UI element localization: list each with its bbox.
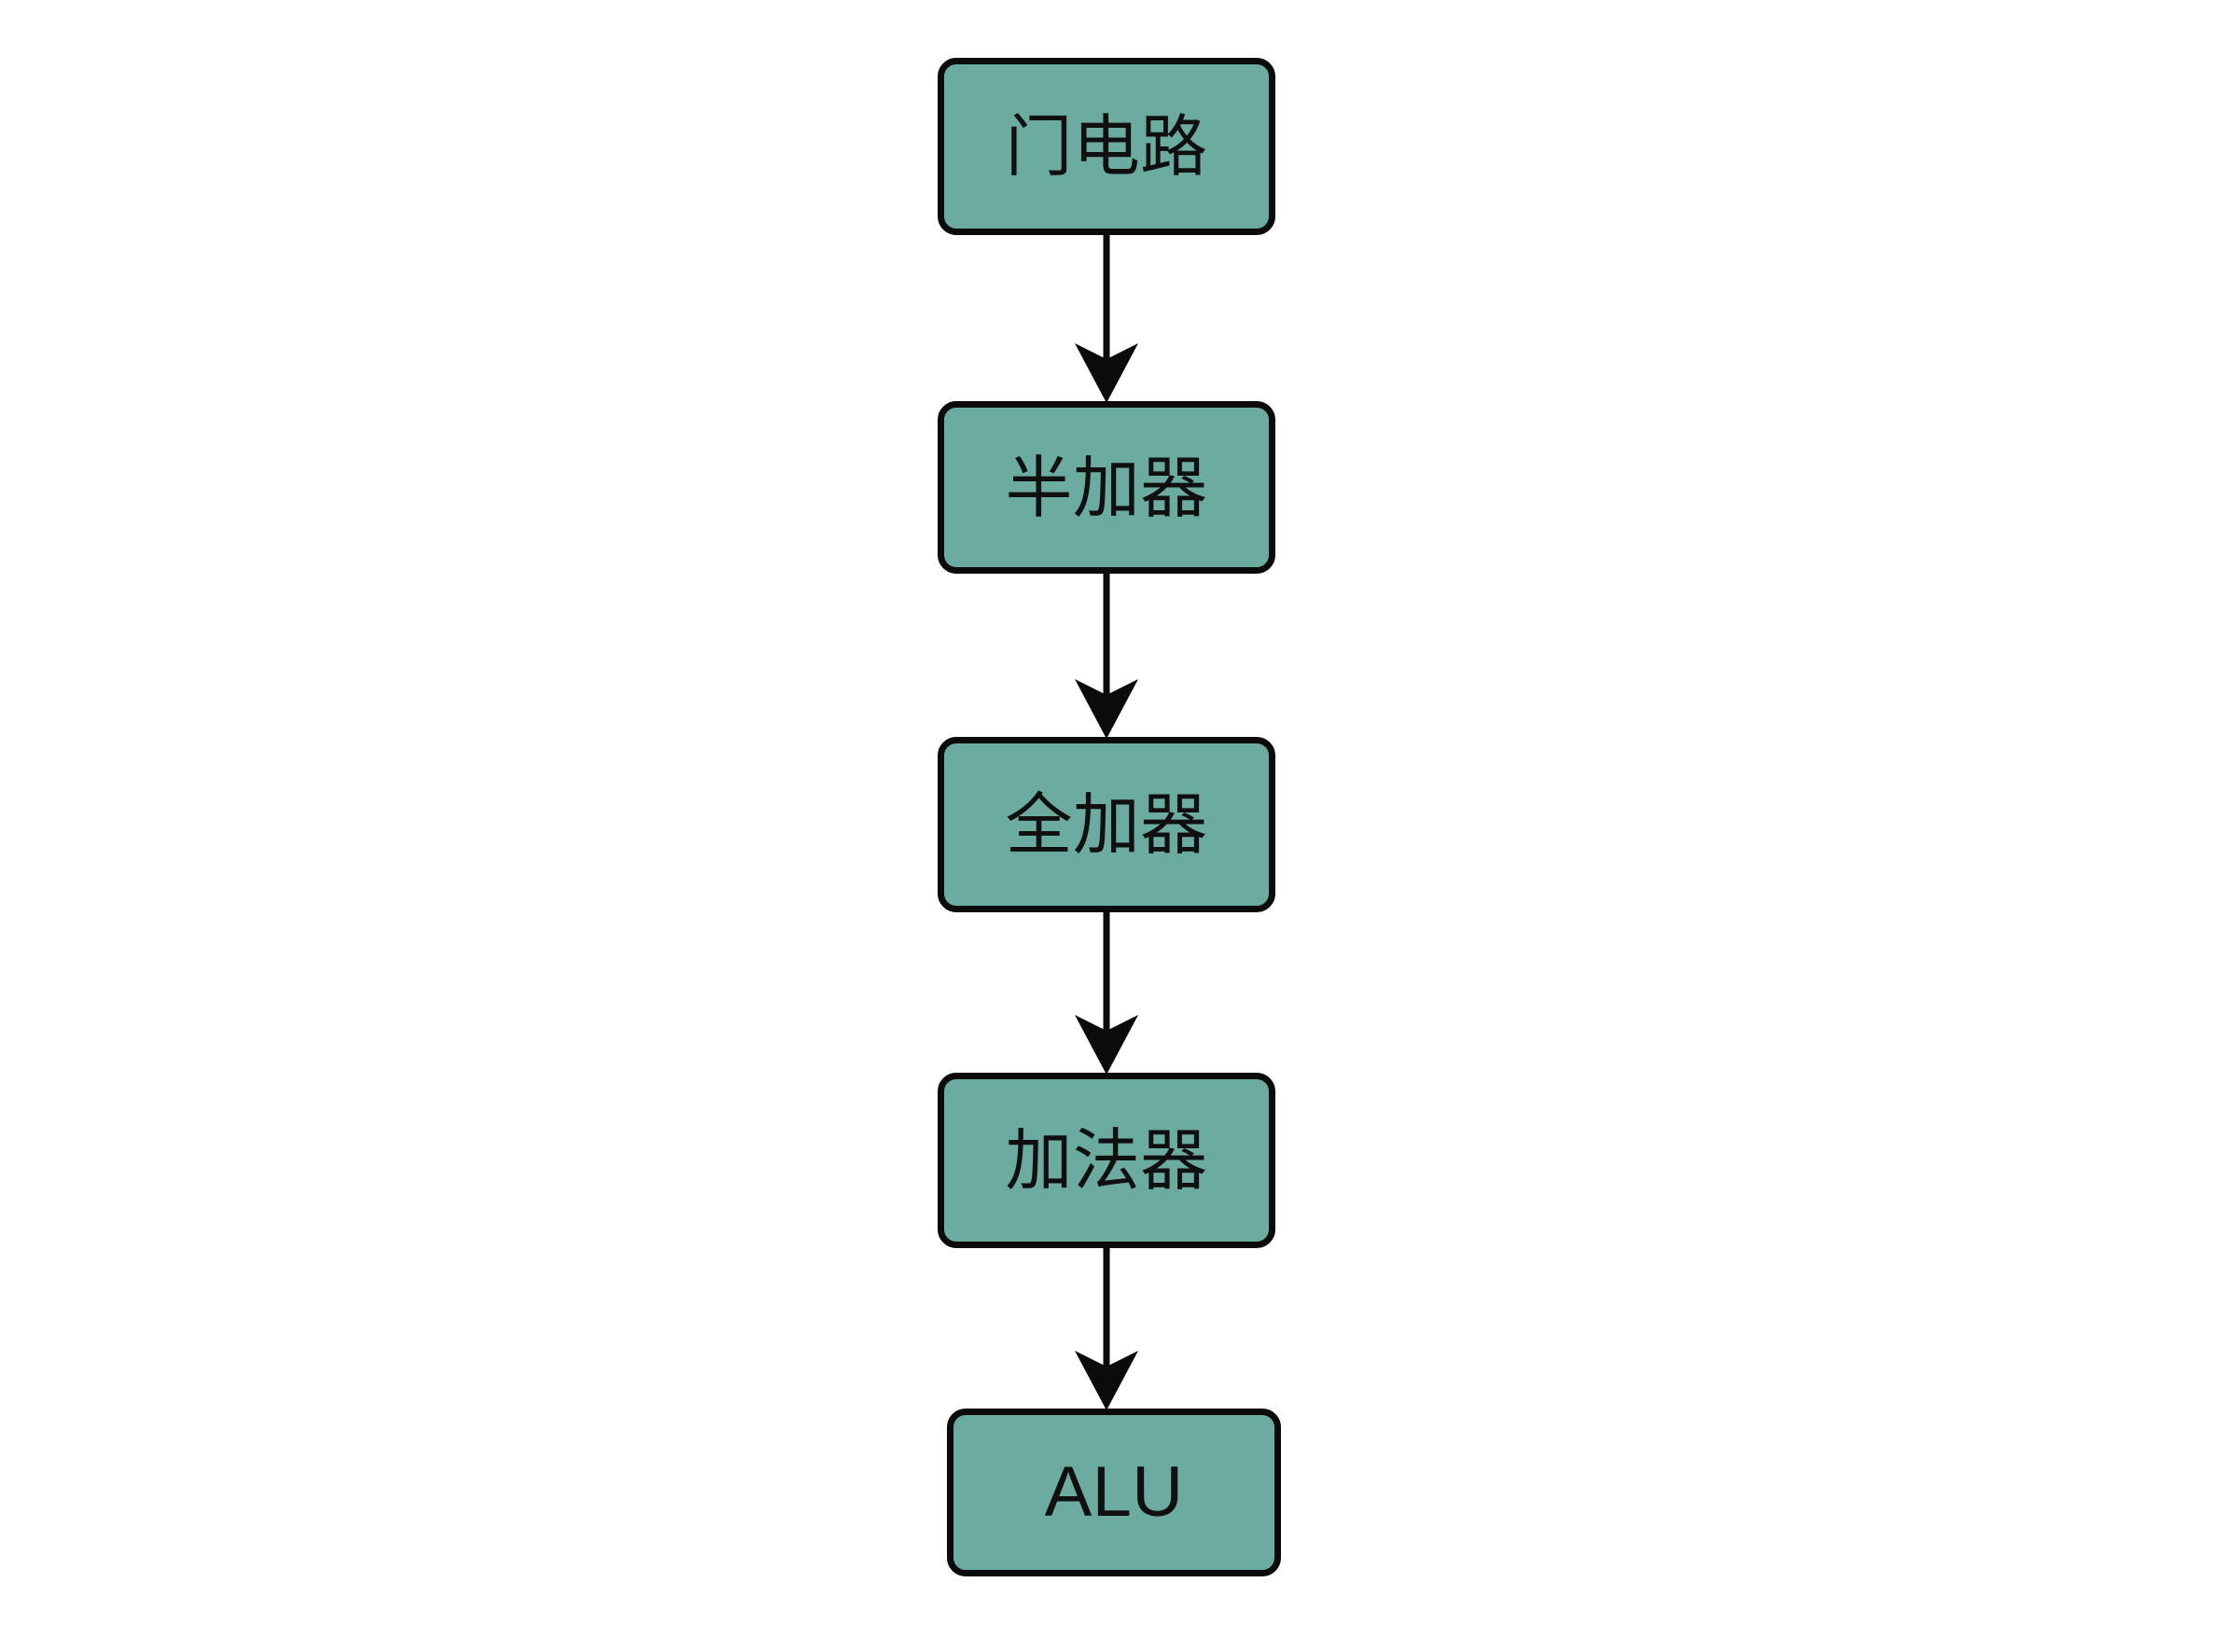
flow-node-full-adder-label: 全加器 bbox=[1005, 785, 1208, 864]
flow-node-adder[interactable]: 加法器 bbox=[938, 1073, 1275, 1248]
edge-full-to-adder bbox=[1075, 912, 1138, 1075]
edge-gate-to-half bbox=[1075, 235, 1138, 403]
flow-node-half-adder[interactable]: 半加器 bbox=[938, 401, 1275, 574]
edge-half-to-full bbox=[1075, 574, 1138, 739]
flow-node-gate-label: 门电路 bbox=[1005, 107, 1208, 186]
flow-node-alu[interactable]: ALU bbox=[947, 1409, 1281, 1576]
flow-node-adder-label: 加法器 bbox=[1005, 1121, 1208, 1200]
flow-node-gate[interactable]: 门电路 bbox=[938, 58, 1275, 235]
flow-node-alu-label: ALU bbox=[1044, 1452, 1184, 1532]
flow-node-full-adder[interactable]: 全加器 bbox=[938, 737, 1275, 912]
edge-adder-to-alu bbox=[1075, 1248, 1138, 1410]
flow-node-half-adder-label: 半加器 bbox=[1005, 448, 1208, 527]
